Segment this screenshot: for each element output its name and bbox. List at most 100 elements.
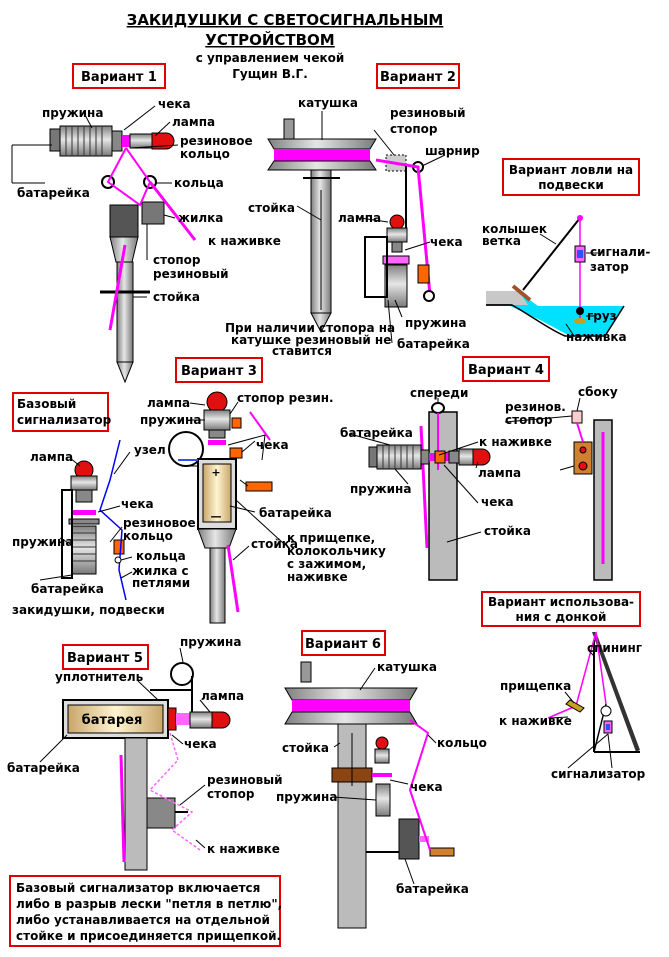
v3-battery-plus: + <box>211 466 220 479</box>
hanging-label-2: подвески <box>538 178 604 192</box>
base-label-2: сигнализатор <box>17 413 112 427</box>
v3-stop-label: стопор резин. <box>237 391 334 405</box>
v1-lamp-label: лампа <box>172 115 215 129</box>
v3-lamp-label: лампа <box>147 396 190 410</box>
base-signal-box: Базовый сигнализатор <box>12 392 112 432</box>
hanging-label-1: Вариант ловли на <box>509 163 633 177</box>
base-label-1: Базовый <box>17 397 76 411</box>
note-line-2: либо в разрыв лески "петля в петлю", <box>16 897 282 911</box>
hang-peg-label-1: колышек <box>482 222 547 236</box>
donk-label-1: Вариант использова- <box>488 595 634 609</box>
hang-peg-label-2: ветка <box>482 234 521 248</box>
base-ring-label: кольца <box>136 549 186 563</box>
v3-clip-label-4: наживке <box>287 570 348 584</box>
variant-1-label: Вариант 1 <box>81 70 157 85</box>
base-line-label-2: петлями <box>132 576 190 590</box>
v1-battery-label: батарейка <box>17 186 90 200</box>
base-battery-label: батарейка <box>31 582 104 596</box>
donk-label-2: ния с донкой <box>516 610 607 624</box>
title-line2: УСТРОЙСТВОМ <box>205 30 334 49</box>
base-rubber-label-1: резиновое <box>123 516 196 530</box>
donk-rod-label: спининг <box>587 641 642 655</box>
v2-post-label: стойка <box>248 201 295 215</box>
hang-signal-label-2: затор <box>590 260 629 274</box>
v2-lamp-label: лампа <box>338 211 381 225</box>
v2-stop-label-2: стопор <box>390 122 438 136</box>
v5-stop-label-2: стопор <box>207 787 255 801</box>
donk-bait-label: к наживке <box>499 714 572 728</box>
v1-bait-label: к наживке <box>208 234 281 248</box>
variant-1-drawing: пружина чека лампа резиновое кольцо бата… <box>11 97 281 384</box>
hang-weight-label: груз <box>587 309 617 323</box>
v1-rubber-label-2: кольцо <box>180 147 230 161</box>
variant-4-label: Вариант 4 <box>468 363 544 378</box>
variant-4-box: Вариант 4 <box>462 356 550 382</box>
variant-5-box: Вариант 5 <box>62 644 149 670</box>
v3-post-label: стойка <box>251 537 298 551</box>
v5-spring-label: пружина <box>180 635 241 649</box>
v5-stop-label-1: резиновый <box>207 773 283 787</box>
base-knot-label: узел <box>134 443 166 457</box>
v6-reel-label: катушка <box>377 660 437 674</box>
v4-post-label: стойка <box>484 524 531 538</box>
title-block: ЗАКИДУШКИ С СВЕТОСИГНАЛЬНЫМ УСТРОЙСТВОМ … <box>127 11 444 81</box>
v5-lamp-label: лампа <box>201 689 244 703</box>
note-line-1: Базовый сигнализатор включается <box>16 881 260 895</box>
v1-stop-label-2: резиновый <box>153 267 229 281</box>
base-spring-label: пружина <box>12 535 73 549</box>
v5-pin-label: чека <box>184 737 217 751</box>
variant-3-label: Вариант 3 <box>181 364 257 379</box>
base-line-label-1: жилка с <box>132 564 189 578</box>
donk-variant-box: Вариант использова- ния с донкой <box>481 591 641 627</box>
v3-battery-label: батарейка <box>259 506 332 520</box>
v6-battery-label: батарейка <box>396 882 469 896</box>
note-box: Базовый сигнализатор включается либо в р… <box>9 875 282 947</box>
variant-2-label: Вариант 2 <box>380 70 456 85</box>
v2-reel-label: катушка <box>298 96 358 110</box>
v1-post-label: стойка <box>153 290 200 304</box>
v1-spring-label: пружина <box>42 106 103 120</box>
hang-bait-label: наживка <box>566 330 627 344</box>
base-signal-drawing: лампа узел чека пружина резиновое кольцо… <box>12 439 196 617</box>
v2-note-line-1: При наличии стопора на <box>225 321 395 335</box>
v2-note-line-3: ставится <box>272 344 332 358</box>
donk-clip-label: прищепка <box>500 679 571 693</box>
v1-stop-label-1: стопор <box>153 253 201 267</box>
v4-spring-label: пружина <box>350 482 411 496</box>
donk-signal-label: сигнализатор <box>551 767 646 781</box>
v3-clip-label-1: к прищепке, <box>287 531 375 545</box>
v2-hinge-label: шарнир <box>425 144 480 158</box>
v2-spring-label: пружина <box>405 316 466 330</box>
v2-pin-label: чека <box>430 235 463 249</box>
v4-side-label: сбоку <box>578 385 618 399</box>
base-rubber-label-2: кольцо <box>123 529 173 543</box>
variant-6-box: Вариант 6 <box>301 630 386 656</box>
subtitle: с управлением чекой <box>196 51 345 65</box>
v4-bait-label: к наживке <box>479 435 552 449</box>
variant-5-drawing: батарея пружина уплотнитель лампа чека б… <box>7 635 283 871</box>
v3-pin-label: чека <box>256 438 289 452</box>
hanging-variant-box: Вариант ловли на подвески <box>502 158 640 196</box>
title-line1: ЗАКИДУШКИ С СВЕТОСИГНАЛЬНЫМ <box>127 11 444 29</box>
v1-rubber-label-1: резиновое <box>180 134 253 148</box>
v4-front-label: спереди <box>410 386 468 400</box>
v6-ring-label: кольцо <box>437 736 487 750</box>
variant-6-label: Вариант 6 <box>305 637 381 652</box>
donk-drawing: спининг прищепка к наживке сигнализатор <box>499 631 646 781</box>
v3-clip-label-2: колокольчику <box>287 544 386 558</box>
v4-stop-label-1: резинов. <box>505 400 566 414</box>
hanging-drawing: колышек ветка сигнали- затор груз наживк… <box>482 215 650 344</box>
variant-3-box: Вариант 3 <box>175 357 263 383</box>
note-line-4: стойке и присоединяется прищепкой. <box>16 929 281 943</box>
note-line-3: либо устанавливается на отдельной <box>16 913 270 927</box>
v1-rings-label: кольца <box>174 176 224 190</box>
v3-clip-label-3: с зажимом, <box>287 557 366 571</box>
v3-battery-minus: — <box>211 510 222 523</box>
v5-battery-inner-label: батарея <box>82 713 143 728</box>
v4-lamp-label: лампа <box>478 466 521 480</box>
variant-2-box: Вариант 2 <box>376 63 460 89</box>
v4-stop-label-2: стопор <box>505 413 553 427</box>
v6-pin-label: чека <box>410 780 443 794</box>
base-lamp-label: лампа <box>30 450 73 464</box>
hang-signal-label-1: сигнали- <box>590 245 650 259</box>
